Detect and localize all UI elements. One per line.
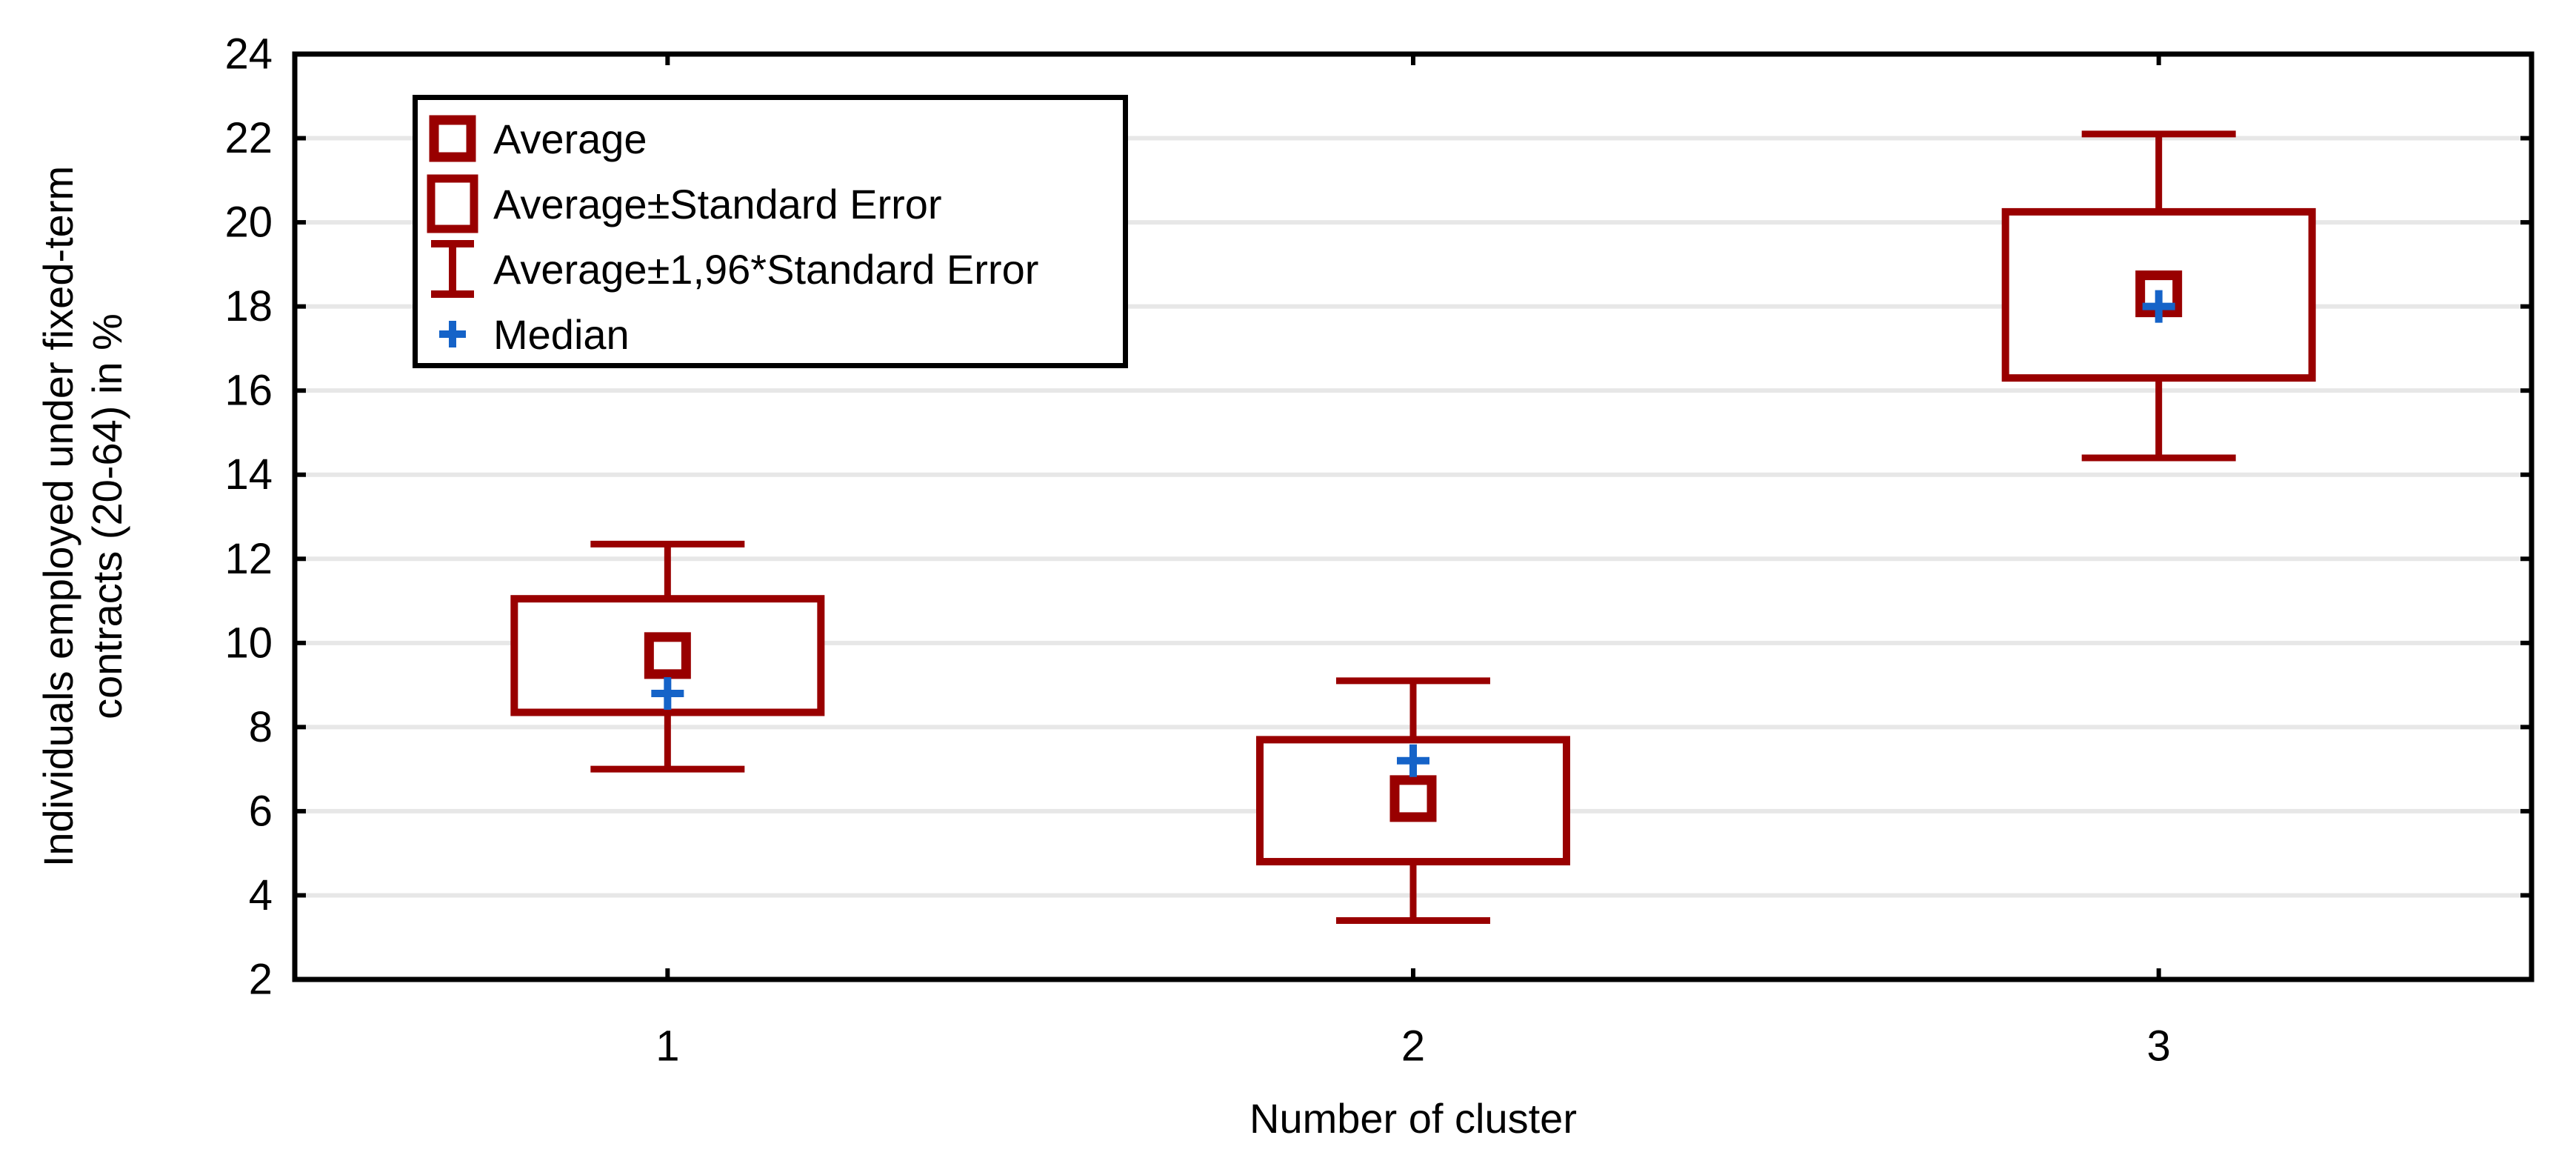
x-tick-label-1: 1 <box>655 1022 679 1071</box>
x-tick-label-2: 2 <box>1401 1022 1425 1071</box>
legend-label-ci-whisker: Average±1,96*Standard Error <box>493 245 1039 293</box>
y-axis-title-line1: Individuals employed under fixed-term <box>35 165 81 868</box>
median-marker <box>2142 290 2175 323</box>
y-tick-label-24: 24 <box>224 30 273 79</box>
median-plus-icon <box>418 302 489 367</box>
ci-whisker-icon <box>418 236 489 302</box>
legend-item-median: Median <box>418 302 1123 367</box>
y-tick-label-2: 2 <box>249 956 273 1004</box>
legend-item-se-box: Average±Standard Error <box>418 171 1123 236</box>
y-tick-label-8: 8 <box>249 703 273 751</box>
median-marker <box>651 676 684 710</box>
legend-item-ci-whisker: Average±1,96*Standard Error <box>418 236 1123 302</box>
se-box-icon <box>418 171 489 236</box>
y-tick-label-12: 12 <box>224 535 273 583</box>
legend-label-median: Median <box>493 310 630 358</box>
boxplot-cluster-2 <box>1256 677 1570 925</box>
y-tick-label-4: 4 <box>249 871 273 919</box>
average-marker <box>1389 775 1437 822</box>
y-tick-label-18: 18 <box>224 282 273 330</box>
median-marker <box>1397 744 1429 777</box>
average-marker <box>644 632 691 679</box>
legend-label-average: Average <box>493 115 647 162</box>
legend-label-se-box: Average±Standard Error <box>493 180 942 227</box>
legend-item-average: Average <box>418 106 1123 171</box>
y-tick-label-20: 20 <box>224 199 273 247</box>
y-tick-label-6: 6 <box>249 787 273 835</box>
y-tick-label-14: 14 <box>224 450 273 499</box>
y-axis-title-line2: contracts (20-64) in % <box>84 313 130 719</box>
y-tick-label-10: 10 <box>224 619 273 667</box>
y-tick-label-16: 16 <box>224 367 273 415</box>
y-tick-label-22: 22 <box>224 114 273 162</box>
x-axis-title: Number of cluster <box>1249 1095 1577 1142</box>
average-marker-icon <box>418 106 489 171</box>
boxplot-cluster-3 <box>2001 130 2316 462</box>
y-axis-title: Individuals employed under fixed-term co… <box>34 0 132 1072</box>
x-tick-label-3: 3 <box>2147 1022 2171 1071</box>
legend: Average Average±Standard Error Average±1… <box>413 95 1128 368</box>
boxplot-cluster-1 <box>510 540 825 773</box>
